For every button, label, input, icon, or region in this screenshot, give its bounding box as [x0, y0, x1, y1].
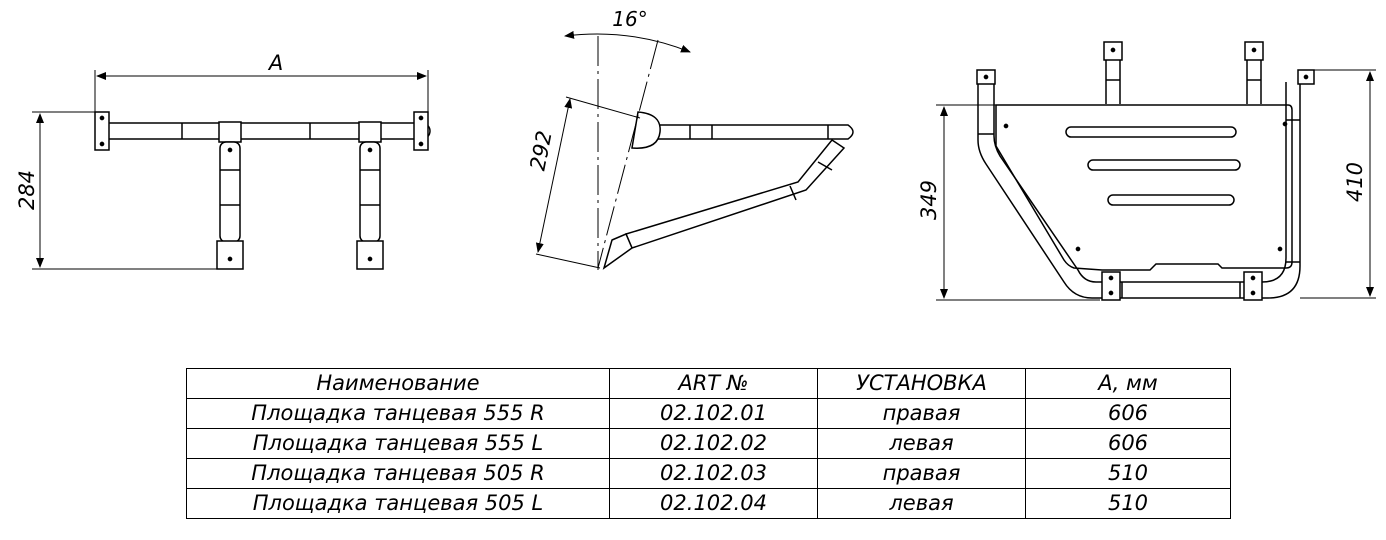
cell-installation: правая	[817, 398, 1026, 429]
cell-name: Площадка танцевая 505 R	[186, 458, 610, 489]
top-view	[936, 41, 1376, 301]
cell-art: 02.102.02	[609, 428, 818, 459]
header-art: ART №	[609, 368, 818, 399]
table-row: Площадка танцевая 505 L 02.102.04 левая …	[186, 488, 1231, 519]
technical-drawing: A 284 16° 292	[15, 7, 1376, 301]
cell-name: Площадка танцевая 505 L	[186, 488, 610, 519]
header-a-mm: А, мм	[1025, 368, 1231, 399]
dim-349-label: 349	[917, 180, 941, 220]
dim-292-label: 292	[526, 129, 557, 173]
dim-284-label: 284	[15, 170, 39, 210]
cell-art: 02.102.04	[609, 488, 818, 519]
cell-name: Площадка танцевая 555 R	[186, 398, 610, 429]
table-row: Площадка танцевая 555 R 02.102.01 правая…	[186, 398, 1231, 429]
cell-a-mm: 606	[1025, 398, 1231, 429]
cell-name: Площадка танцевая 555 L	[186, 428, 610, 459]
header-installation: УСТАНОВКА	[817, 368, 1026, 399]
header-name: Наименование	[186, 368, 610, 399]
cell-a-mm: 606	[1025, 428, 1231, 459]
cell-a-mm: 510	[1025, 458, 1231, 489]
cell-installation: правая	[817, 458, 1026, 489]
cell-installation: левая	[817, 488, 1026, 519]
cell-installation: левая	[817, 428, 1026, 459]
dim-410-label: 410	[1343, 162, 1367, 202]
table-header-row: Наименование ART № УСТАНОВКА А, мм	[186, 368, 1231, 399]
dim-a-label: A	[267, 51, 283, 75]
table-row: Площадка танцевая 505 R 02.102.03 правая…	[186, 458, 1231, 489]
cell-art: 02.102.01	[609, 398, 818, 429]
side-view	[535, 30, 854, 270]
cell-art: 02.102.03	[609, 458, 818, 489]
dim-angle-label: 16°	[612, 7, 647, 31]
cell-a-mm: 510	[1025, 488, 1231, 519]
specification-table: Наименование ART № УСТАНОВКА А, мм Площа…	[186, 368, 1231, 519]
front-view	[32, 70, 431, 270]
table-row: Площадка танцевая 555 L 02.102.02 левая …	[186, 428, 1231, 459]
